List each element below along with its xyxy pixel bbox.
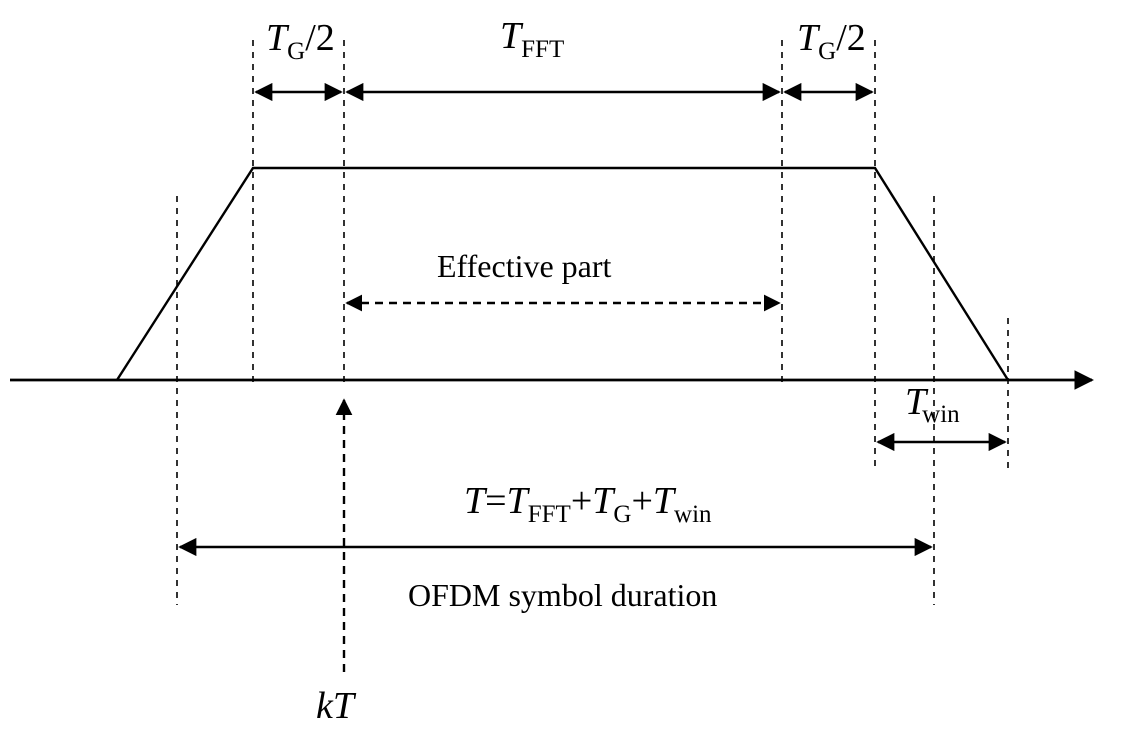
t-fft-label: TFFT [500,15,564,63]
tg-half-right-tail: /2 [836,17,866,59]
tg-half-left-label: TG/2 [266,17,335,65]
formula-plus2: + [631,480,652,522]
tg-half-left-sub: G [287,38,305,65]
t-fft-main: T [500,15,524,57]
formula-s3: win [674,501,712,528]
formula-plus1: + [571,480,592,522]
formula-t3: T [653,480,677,522]
t-win-label: Twin [905,381,960,428]
kt-label: kT [316,685,357,727]
formula-t2: T [592,480,616,522]
window-trapezoid [115,166,1010,381]
tg-half-right-sub: G [818,38,836,65]
ofdm-symbol-duration-label: OFDM symbol duration [408,577,717,613]
t-win-sub: win [922,401,960,428]
effective-part-label: Effective part [437,248,612,284]
symbol-formula-label: T=TFFT+TG+Twin [464,480,712,528]
formula-s1: FFT [528,501,571,528]
tg-half-right-main: T [797,17,821,59]
tg-half-left-tail: /2 [305,17,335,59]
formula-equals: = [485,480,506,522]
formula-s2: G [613,501,631,528]
tg-half-left-main: T [266,17,290,59]
t-win-main: T [905,381,929,423]
formula-lhs: T [464,480,488,522]
tg-half-right-label: TG/2 [797,17,866,65]
formula-t1: T [507,480,531,522]
t-fft-sub: FFT [521,36,564,63]
